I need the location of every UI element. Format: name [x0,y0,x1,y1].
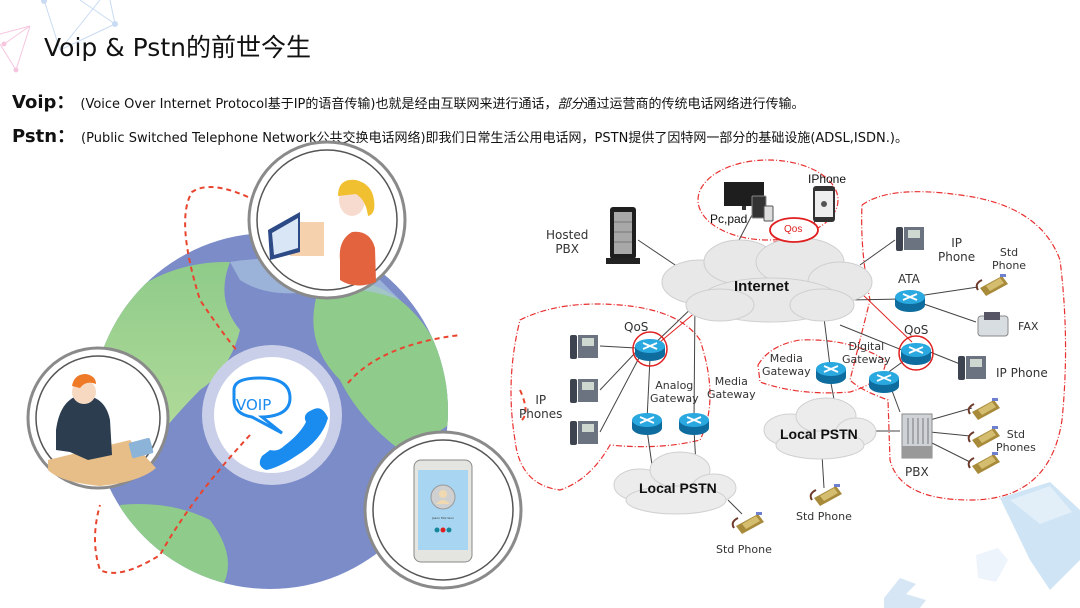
voip-speech-bubble-icon [232,376,292,435]
network-zones [510,159,1067,501]
voip-emphasis: 部分 [557,97,584,112]
voip-description-end: 通过运营商的传统电话网络进行传输。 [583,97,805,112]
local-pstn-left-label: Local PSTN [639,480,717,496]
network-links [599,204,979,515]
qos-top-label: Qos [784,224,803,235]
contact-name: Jason Morrison [432,516,454,520]
ip-phone-icon [896,227,924,251]
pbx-label: PBX [905,465,929,479]
router-ata-icon [894,289,926,313]
std-phone-mid-label: Std Phone [796,510,852,523]
zone-devices [697,159,839,241]
pstn-description: (Public Switched Telephone Network公共交换电话… [81,131,908,146]
voip-term: Voip： [12,92,75,113]
router-qos-left-icon [632,331,668,367]
hosted-pbx-server-icon [606,207,640,264]
router-digital-gateway-icon [868,370,900,394]
zone-media-gateway [757,339,886,394]
qos-top-ring [769,217,819,243]
zone-right [849,191,1067,501]
ip-phone-icon [570,421,598,445]
std-phone-bottom-label: Std Phone [716,543,772,556]
router-media-gateway-icon [678,412,710,436]
std-phone-icon [975,273,1009,297]
pstn-definition: Pstn： (Public Switched Telephone Network公… [12,122,908,148]
phone-handset-icon [259,408,328,470]
corner-network-lines-icon [41,0,118,51]
ip-phone-icon [958,356,986,380]
iphone-device-icon [813,186,835,222]
corner-3d-shapes-icon [884,482,1080,608]
std-phone-icon [731,511,765,535]
qos-right-label: QoS [904,323,929,337]
iphone-label: IPhone [808,172,847,186]
pc-pad-label: Pc,pad [710,212,748,226]
router-qos-right-icon [898,335,934,371]
internet-label: Internet [734,278,790,295]
ip-phone-icon [570,379,598,403]
router-analog-gateway-icon [631,412,663,436]
woman-at-computer-avatar [247,140,407,300]
local-pstn-right-label: Local PSTN [780,426,858,442]
dashed-connection-lines [94,186,527,574]
internet-cloud-icon [661,237,873,323]
voip-definition: Voip： (Voice Over Internet Protocol基于IP的语… [12,88,805,114]
local-pstn-cloud-left-icon [613,451,737,515]
fax-machine-icon [977,312,1009,337]
std-phone-icon [967,451,1001,475]
pstn-term: Pstn： [12,126,76,147]
ip-phone-icon [570,335,598,359]
std-phone-icon [809,483,843,507]
pbx-cabinet-icon [901,413,933,459]
qos-left-label: QoS [624,320,649,334]
smartphone-contact-avatar [363,430,523,590]
std-phone-icon [967,397,1001,421]
ip-phone-right-label: IP Phone [996,366,1048,380]
businessman-on-phone-avatar [26,346,170,490]
page-title: Voip & Pstn的前世今生 [44,33,311,62]
voip-description: (Voice Over Internet Protocol基于IP的语音传输)也… [80,97,558,112]
fax-label: FAX [1018,320,1039,333]
pc-tablet-devices-icon [724,182,774,222]
local-pstn-cloud-right-icon [763,397,877,460]
voip-badge-text: VOIP [236,396,272,414]
corner-pink-lines-icon [0,25,31,73]
ata-label: ATA [898,272,920,286]
